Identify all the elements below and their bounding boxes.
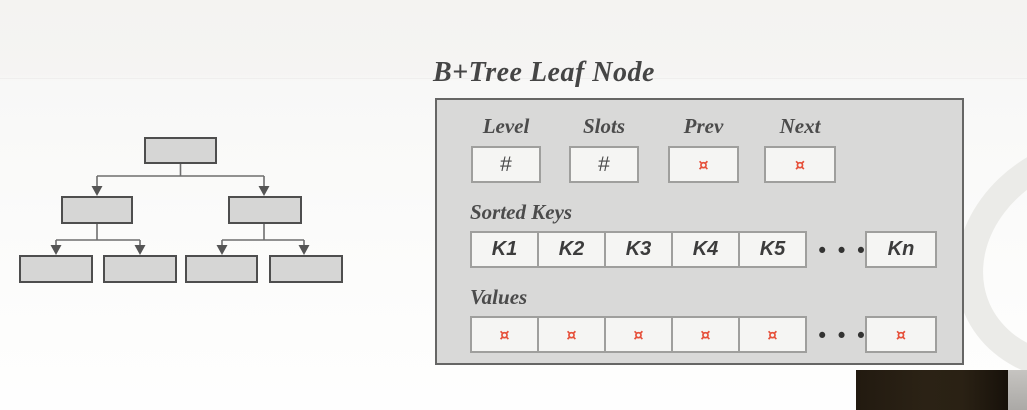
ellipsis-values: ••• <box>816 324 875 348</box>
slots-cell: # <box>569 146 639 183</box>
level-value: # <box>500 152 512 176</box>
value-pointer-icon: ¤ <box>633 325 644 344</box>
field-label-slots: Slots <box>582 114 626 138</box>
value-cell: ¤ <box>470 316 539 353</box>
tree-node-internal-right <box>228 196 302 224</box>
value-pointer-icon: ¤ <box>895 325 907 344</box>
leaf-node-panel: Level Slots Prev Next # # ¤ ¤ Sorted Key… <box>435 98 964 365</box>
key-value: K4 <box>692 238 719 260</box>
next-pointer-icon: ¤ <box>794 155 806 174</box>
slots-value: # <box>598 152 610 176</box>
value-pointer-icon: ¤ <box>566 325 577 344</box>
field-label-next: Next <box>779 114 821 138</box>
key-cell: K1 <box>470 231 539 268</box>
value-pointer-icon: ¤ <box>700 325 711 344</box>
values-row: ¤ ¤ ¤ ¤ ¤ <box>470 316 807 353</box>
prev-pointer-icon: ¤ <box>698 155 709 174</box>
tree-node-internal-left <box>61 196 133 224</box>
page-title: B+Tree Leaf Node <box>433 57 655 88</box>
tree-node-root <box>144 137 217 164</box>
corner-strip <box>1008 370 1027 410</box>
value-cell: ¤ <box>671 316 740 353</box>
sorted-keys-label: Sorted Keys <box>470 200 573 224</box>
key-value: K5 <box>759 238 786 260</box>
sorted-keys-row: K1 K2 K3 K4 K5 <box>470 231 807 268</box>
prev-pointer-cell: ¤ <box>668 146 739 183</box>
key-cell: K5 <box>738 231 807 268</box>
key-cell: K2 <box>537 231 606 268</box>
values-label: Values <box>470 285 528 309</box>
key-value: K1 <box>491 238 518 260</box>
key-cell: K4 <box>671 231 740 268</box>
key-value: K2 <box>558 238 585 260</box>
key-value: Kn <box>887 238 915 260</box>
value-cell-n: ¤ <box>865 316 937 353</box>
tree-node-leaf-3 <box>185 255 258 283</box>
key-value: K3 <box>625 238 652 260</box>
tree-node-leaf-4 <box>269 255 343 283</box>
next-pointer-cell: ¤ <box>764 146 836 183</box>
tree-connectors <box>50 164 310 255</box>
tree-node-leaf-2 <box>103 255 177 283</box>
value-cell: ¤ <box>604 316 673 353</box>
key-cell-n: Kn <box>865 231 937 268</box>
key-cell: K3 <box>604 231 673 268</box>
level-cell: # <box>471 146 541 183</box>
presenter-video-overlay <box>856 370 1008 410</box>
tree-node-leaf-1 <box>19 255 93 283</box>
value-cell: ¤ <box>738 316 807 353</box>
field-label-level: Level <box>482 114 530 138</box>
value-pointer-icon: ¤ <box>499 325 510 344</box>
value-pointer-icon: ¤ <box>767 325 778 344</box>
ellipsis-keys: ••• <box>816 239 875 263</box>
value-cell: ¤ <box>537 316 606 353</box>
field-label-prev: Prev <box>683 114 724 138</box>
